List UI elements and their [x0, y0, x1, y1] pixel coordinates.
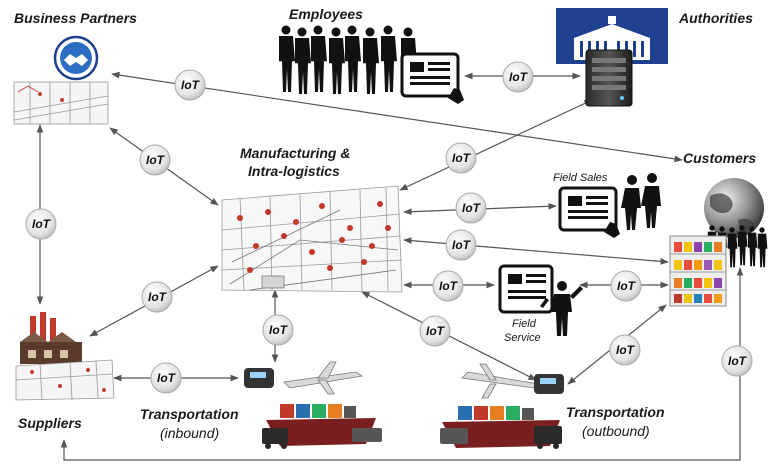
outbound-airplane-icon	[461, 363, 539, 399]
iot-bubble-fieldservice-store: IoT	[610, 270, 642, 302]
iot-bubble-partners-manufacturing: IoT	[139, 144, 171, 176]
employee-tablet-icon	[400, 52, 464, 104]
globe-icon	[704, 178, 764, 238]
iot-bubble-suppliers-inbound: IoT	[150, 362, 182, 394]
iot-bubble-manufacturing-fieldsales: IoT	[455, 192, 487, 224]
authorities-label: Authorities	[678, 10, 753, 26]
iot-bubble-store-outbound: IoT	[609, 334, 641, 366]
svg-text:IoT: IoT	[452, 151, 472, 165]
transport-outbound-label-line2: (outbound)	[582, 423, 650, 439]
svg-text:IoT: IoT	[462, 201, 482, 215]
svg-text:IoT: IoT	[616, 343, 636, 357]
iot-bubble-manufacturing-outbound: IoT	[419, 315, 451, 347]
transport-outbound-node: Transportation (outbound)	[440, 363, 665, 449]
inbound-truck-icon	[262, 428, 382, 449]
svg-text:IoT: IoT	[617, 279, 637, 293]
employees-silhouettes-icon	[279, 25, 417, 94]
outbound-scanner-icon	[534, 374, 564, 394]
suppliers-label: Suppliers	[18, 415, 82, 431]
outbound-truck-icon	[440, 426, 562, 449]
transport-inbound-label-line1: Transportation	[140, 406, 239, 422]
iot-bubble-partners-customers: IoT	[174, 69, 206, 101]
manufacturing-label-line2: Intra-logistics	[248, 163, 340, 179]
outbound-ship-icon	[442, 406, 560, 448]
customers-label: Customers	[683, 150, 756, 166]
partners-factory-illustration	[13, 81, 109, 125]
field-sales-label: Field Sales	[553, 172, 608, 184]
svg-text:IoT: IoT	[146, 153, 166, 167]
arrow-manufacturing-store	[403, 237, 669, 265]
field-service-label-line2: Service	[504, 332, 541, 344]
iot-bubble-manufacturing-inbound: IoT	[262, 314, 294, 346]
iot-bubble-manufacturing-fieldservice: IoT	[432, 270, 464, 302]
svg-text:IoT: IoT	[439, 279, 459, 293]
field-service-label-line1: Field	[512, 318, 537, 330]
transport-inbound-label-line2: (inbound)	[160, 425, 219, 441]
inbound-airplane-icon	[283, 361, 364, 395]
iot-bubble-manufacturing-store: IoT	[445, 229, 477, 261]
svg-text:IoT: IoT	[452, 238, 472, 252]
iot-bubble-authorities-manufacturing: IoT	[445, 142, 477, 174]
inbound-ship-icon	[266, 404, 376, 446]
customers-node: Customers	[669, 150, 768, 307]
svg-text:IoT: IoT	[32, 217, 52, 231]
transport-outbound-label-line1: Transportation	[566, 404, 665, 420]
svg-text:IoT: IoT	[148, 290, 168, 304]
svg-text:IoT: IoT	[157, 371, 177, 385]
manufacturing-label-line1: Manufacturing &	[240, 145, 350, 161]
svg-text:IoT: IoT	[509, 70, 529, 84]
business-partners-node: Business Partners	[13, 10, 137, 125]
authorities-node: Authorities	[556, 8, 753, 107]
arrow-authorities-manufacturing	[399, 99, 593, 191]
factory-floor-illustration	[221, 185, 403, 293]
iot-bubble-manufacturing-suppliers: IoT	[141, 281, 173, 313]
field-service-tablet-icon	[498, 264, 554, 314]
supplier-factory-icon	[20, 312, 82, 364]
iot-bubbles: IoT IoT IoT IoT IoT IoT IoT IoT IoT IoT …	[25, 61, 753, 394]
manufacturing-node: Manufacturing & Intra-logistics	[221, 145, 403, 293]
supplier-yard-illustration	[15, 359, 115, 401]
field-sales-tablet-icon	[558, 186, 620, 238]
technician-icon	[540, 281, 583, 336]
employees-label: Employees	[289, 6, 363, 22]
business-partners-label: Business Partners	[14, 10, 137, 26]
field-service-node: Field Service	[498, 264, 583, 344]
iot-bubble-partners-suppliers: IoT	[25, 208, 57, 240]
iot-bubble-employees-authorities: IoT	[502, 61, 534, 93]
svg-text:IoT: IoT	[426, 324, 446, 338]
inbound-scanner-icon	[244, 368, 274, 388]
transport-inbound-node: Transportation (inbound)	[140, 361, 382, 449]
server-icon	[585, 49, 633, 107]
field-sales-people-icon	[621, 173, 661, 230]
employees-node: Employees	[279, 6, 464, 104]
iot-bubble-customers-loop: IoT	[721, 345, 753, 377]
store-shelf-icon	[669, 235, 727, 307]
field-sales-node: Field Sales	[553, 172, 661, 238]
handshake-icon	[53, 35, 99, 81]
svg-text:IoT: IoT	[728, 354, 748, 368]
svg-text:IoT: IoT	[181, 78, 201, 92]
suppliers-node: Suppliers	[15, 312, 115, 431]
svg-text:IoT: IoT	[269, 323, 289, 337]
